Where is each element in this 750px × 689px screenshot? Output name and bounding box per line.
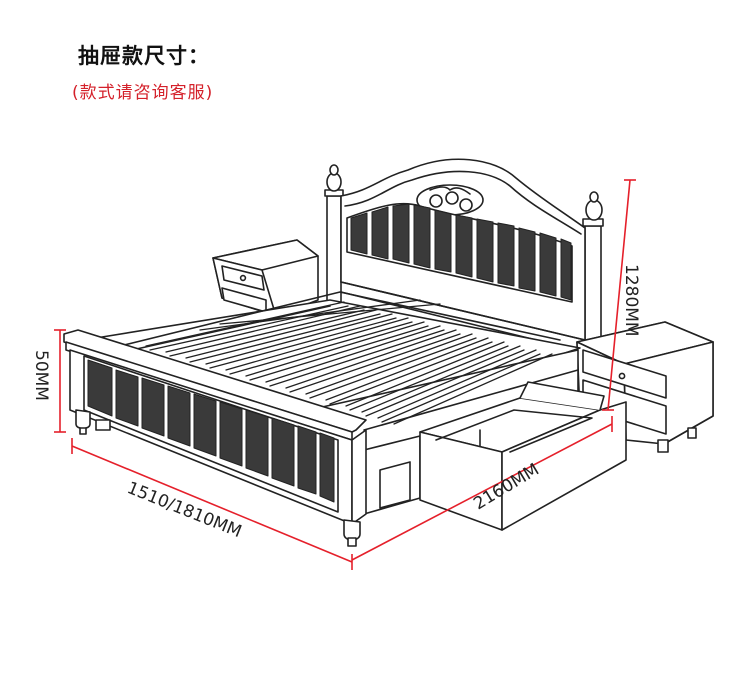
dimension-head-height: 1280MM xyxy=(621,264,641,337)
left-drawer-knob-icon xyxy=(239,274,247,282)
right-drawer-knob-icon xyxy=(618,372,626,380)
dimension-foot-height: 50MM xyxy=(31,350,51,401)
page-title: 抽屉款尺寸： xyxy=(78,44,210,68)
headboard xyxy=(324,158,604,353)
footboard xyxy=(63,329,367,547)
pulled-drawer xyxy=(419,381,627,531)
crest-ornament-icon xyxy=(416,184,484,216)
page-subtitle: (款式请咨询客服) xyxy=(72,83,214,103)
dimension-lines xyxy=(54,179,636,570)
left-nightstand xyxy=(212,239,319,317)
bed-slats xyxy=(145,299,553,425)
